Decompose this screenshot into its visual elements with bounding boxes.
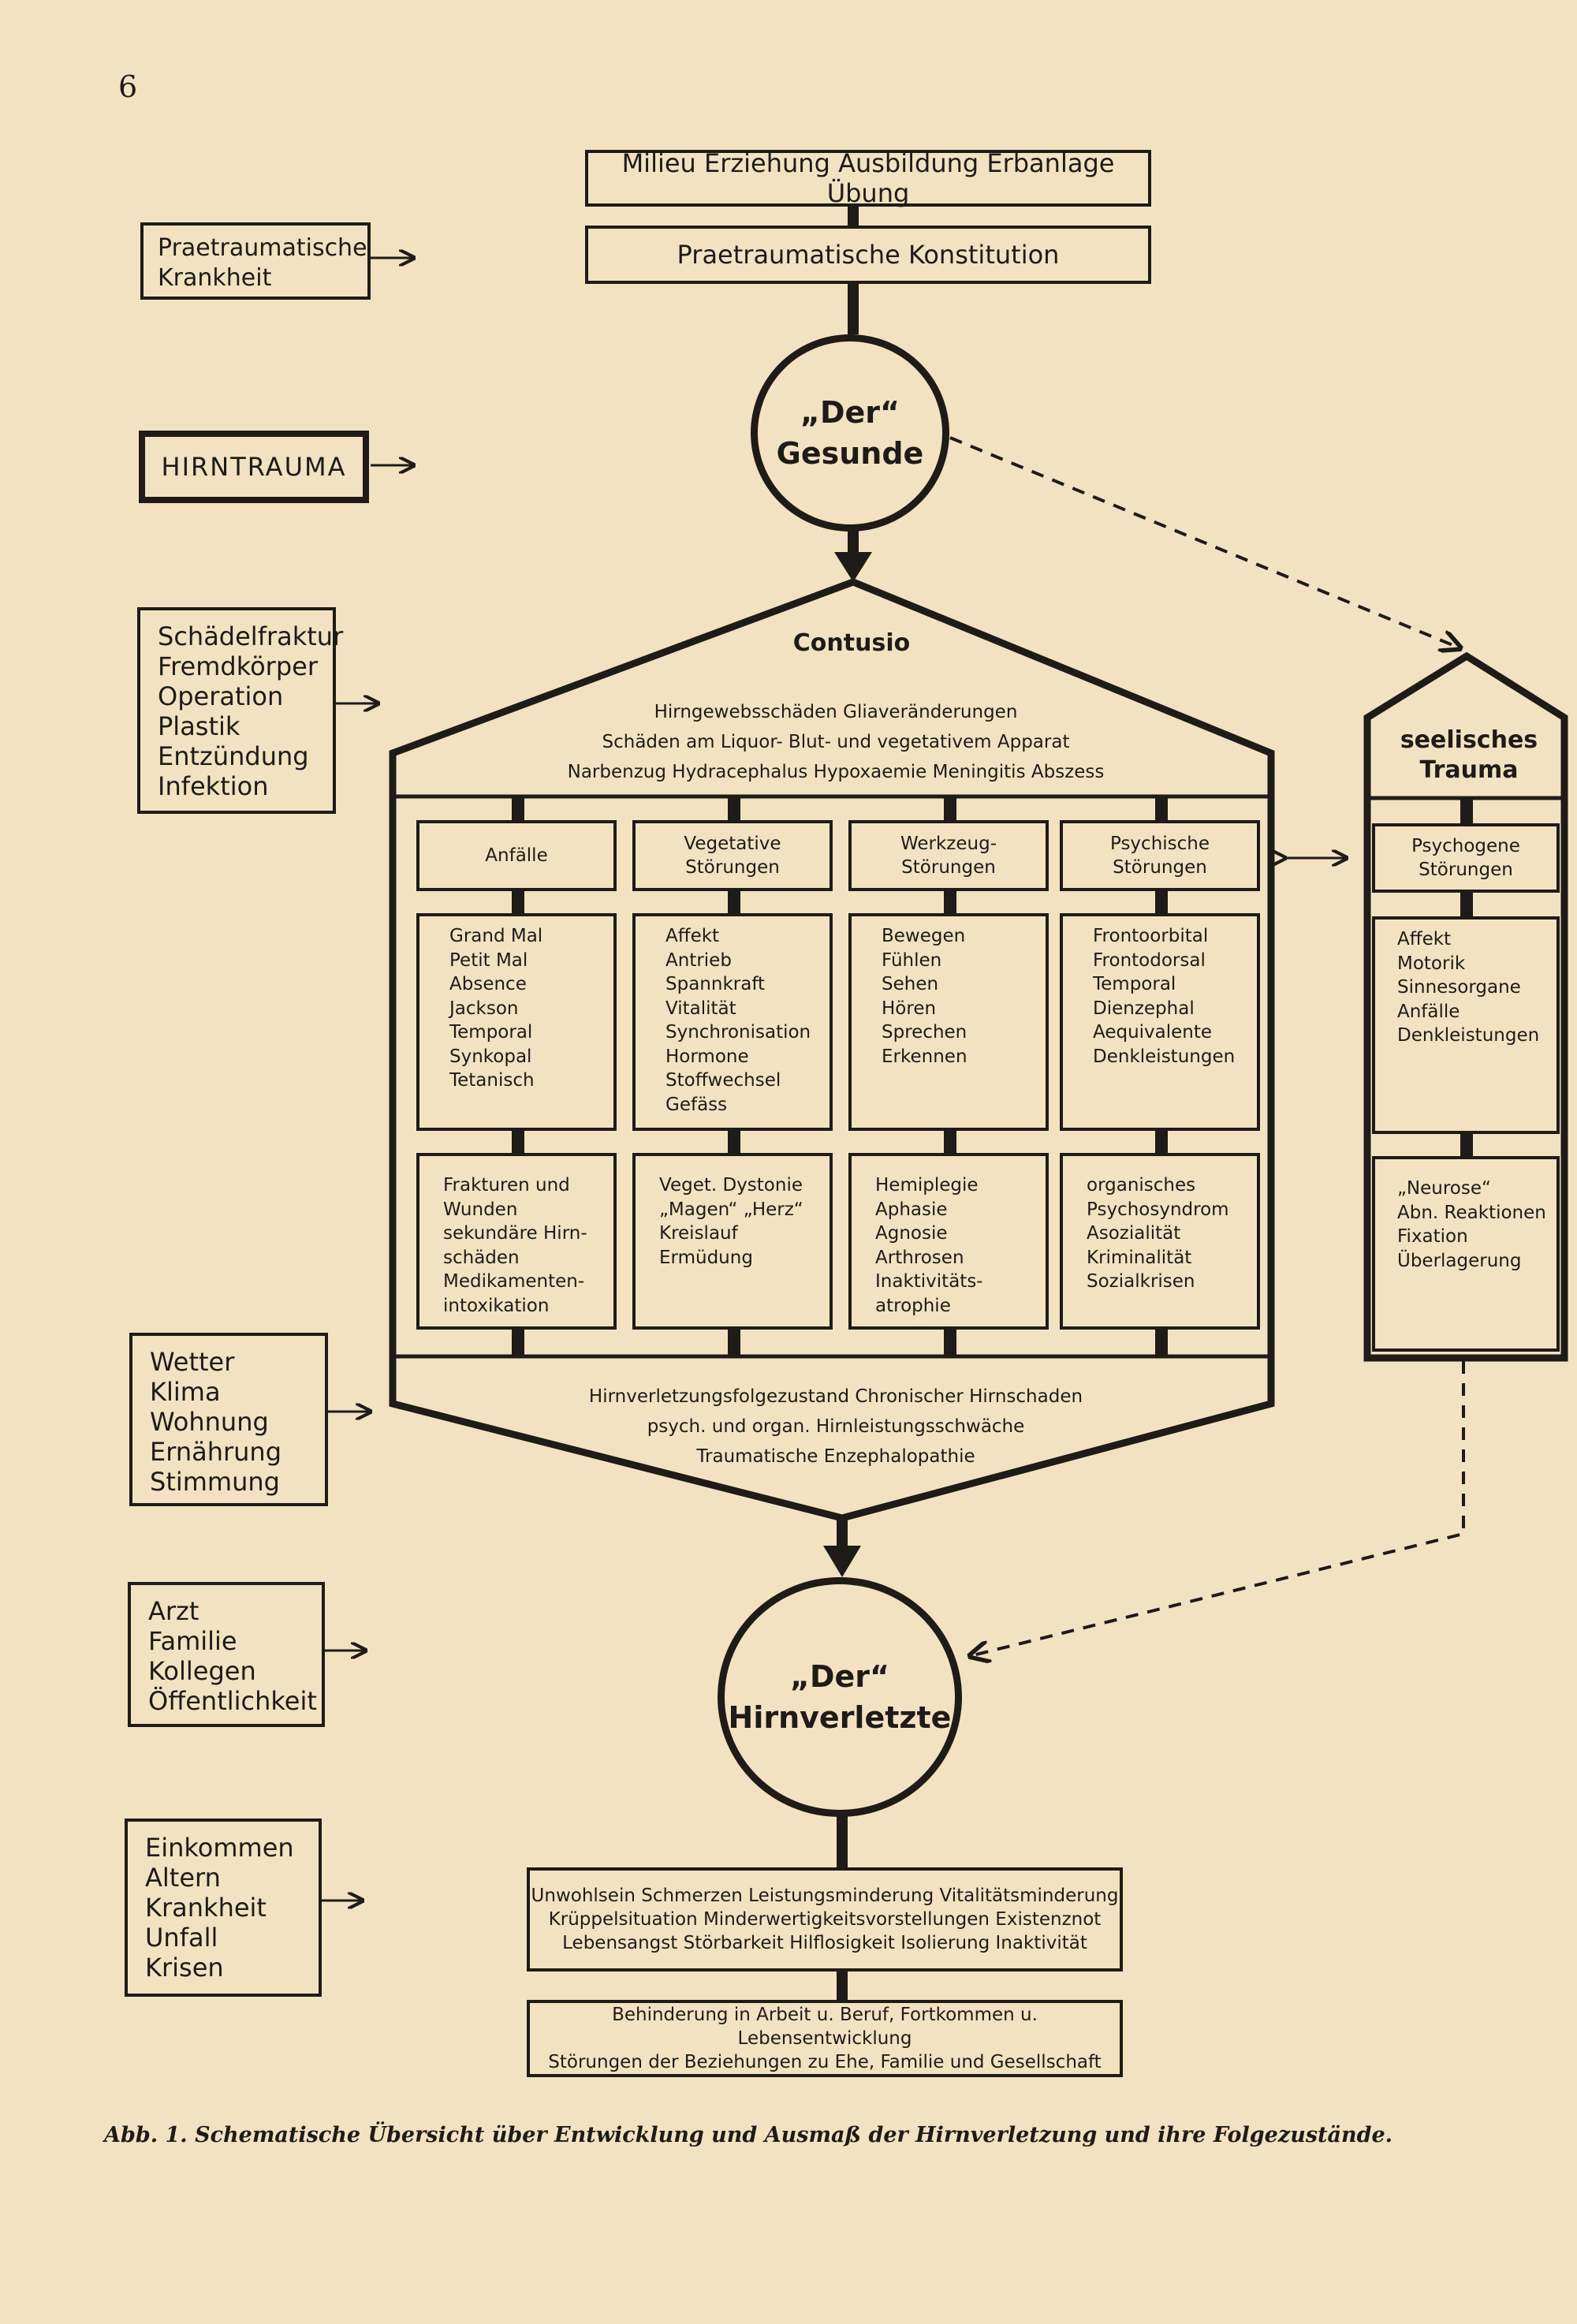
- column-category-4: Psychische Störungen: [1060, 820, 1260, 891]
- dashed-trauma-to-injured: [970, 1361, 1465, 1656]
- contusio-damage-text: Hirngewebsschäden Gliaveränderungen Schä…: [567, 702, 1105, 782]
- column-symptoms-4: Frontoorbital Frontodorsal Temporal Dien…: [1060, 913, 1260, 1131]
- column-3-stub-1: [944, 798, 956, 820]
- column-symptoms-2: Affekt Antrieb Spannkraft Vitalität Sync…: [632, 913, 833, 1131]
- column-3-stub-2: [944, 891, 956, 913]
- complications-box: Schädelfraktur Fremdkörper Operation Pla…: [137, 607, 343, 814]
- column-consequences-3: Hemiplegie Aphasie Agnosie Arthrosen Ina…: [848, 1153, 1049, 1330]
- column-consequences-4: organisches Psychosyndrom Asozialität Kr…: [1060, 1153, 1260, 1330]
- column-category-2: Vegetative Störungen: [632, 820, 833, 891]
- column-2-stub-3: [728, 1131, 740, 1153]
- column-4-stub-4: [1155, 1330, 1168, 1356]
- column-1-stub-4: [512, 1330, 524, 1356]
- psych-trauma-consequences: „Neurose“ Abn. Reaktionen Fixation Überl…: [1372, 1156, 1560, 1352]
- column-4-stub-3: [1155, 1131, 1168, 1153]
- injured-circle: „Der“ Hirnverletzte: [718, 1577, 962, 1817]
- column-4-stub-2: [1155, 891, 1168, 913]
- column-category-1: Anfälle: [416, 820, 617, 891]
- column-category-3: Werkzeug- Störungen: [848, 820, 1049, 891]
- arrowhead-to-contusio: [834, 552, 872, 582]
- column-4-stub-1: [1155, 798, 1168, 820]
- life-box: Einkommen Altern Krankheit Unfall Krisen: [125, 1819, 322, 1997]
- social-box: Arzt Familie Kollegen Öffentlichkeit: [128, 1582, 325, 1727]
- column-1-stub-3: [512, 1131, 524, 1153]
- column-1-stub-1: [512, 798, 524, 820]
- column-symptoms-3: Bewegen Fühlen Sehen Hören Sprechen Erke…: [848, 913, 1049, 1131]
- psych-trauma-category: Psychogene Störungen: [1372, 823, 1560, 893]
- arrowhead-to-injured: [823, 1546, 861, 1577]
- pre-illness-box: Praetraumatische Krankheit: [140, 222, 371, 300]
- psych-trauma-pentagon: [1363, 651, 1568, 1362]
- psych-trauma-title: seelisches Trauma: [1400, 726, 1538, 784]
- column-3-stub-4: [944, 1330, 956, 1356]
- column-2-stub-1: [728, 798, 740, 820]
- dashed-healthy-to-trauma: [949, 436, 1460, 648]
- column-3-stub-3: [944, 1131, 956, 1153]
- figure-caption: Abb. 1. Schematische Übersicht über Entw…: [104, 2123, 1393, 2147]
- column-2-stub-2: [728, 891, 740, 913]
- environment-box: Wetter Klima Wohnung Ernährung Stimmung: [129, 1333, 328, 1506]
- brain-trauma-box: HIRNTRAUMA: [139, 431, 369, 503]
- psych-trauma-symptoms: Affekt Motorik Sinnesorgane Anfälle Denk…: [1372, 916, 1560, 1134]
- contusio-result-text: Hirnverletzungsfolgezustand Chronischer …: [588, 1386, 1083, 1467]
- healthy-circle: „Der“ Gesunde: [751, 334, 949, 532]
- column-symptoms-1: Grand Mal Petit Mal Absence Jackson Temp…: [416, 913, 617, 1131]
- column-consequences-2: Veget. Dystonie „Magen“ „Herz“ Kreislauf…: [632, 1153, 833, 1330]
- constitution-box: Praetraumatische Konstitution: [585, 226, 1151, 284]
- psych-stub-2: [1460, 893, 1473, 916]
- complaints-box: Unwohlsein Schmerzen Leistungsminderung …: [527, 1867, 1123, 1971]
- column-consequences-1: Frakturen und Wunden sekundäre Hirn- sch…: [416, 1153, 617, 1330]
- column-1-stub-2: [512, 891, 524, 913]
- column-2-stub-4: [728, 1330, 740, 1356]
- influences-box: Milieu Erziehung Ausbildung Erbanlage Üb…: [585, 148, 1151, 208]
- page-number: 6: [118, 69, 138, 104]
- psych-stub-3: [1460, 1134, 1473, 1156]
- contusio-title: Contusio: [792, 629, 911, 657]
- impairments-box: Behinderung in Arbeit u. Beruf, Fortkomm…: [527, 2000, 1123, 2077]
- psych-stub-1: [1460, 798, 1473, 823]
